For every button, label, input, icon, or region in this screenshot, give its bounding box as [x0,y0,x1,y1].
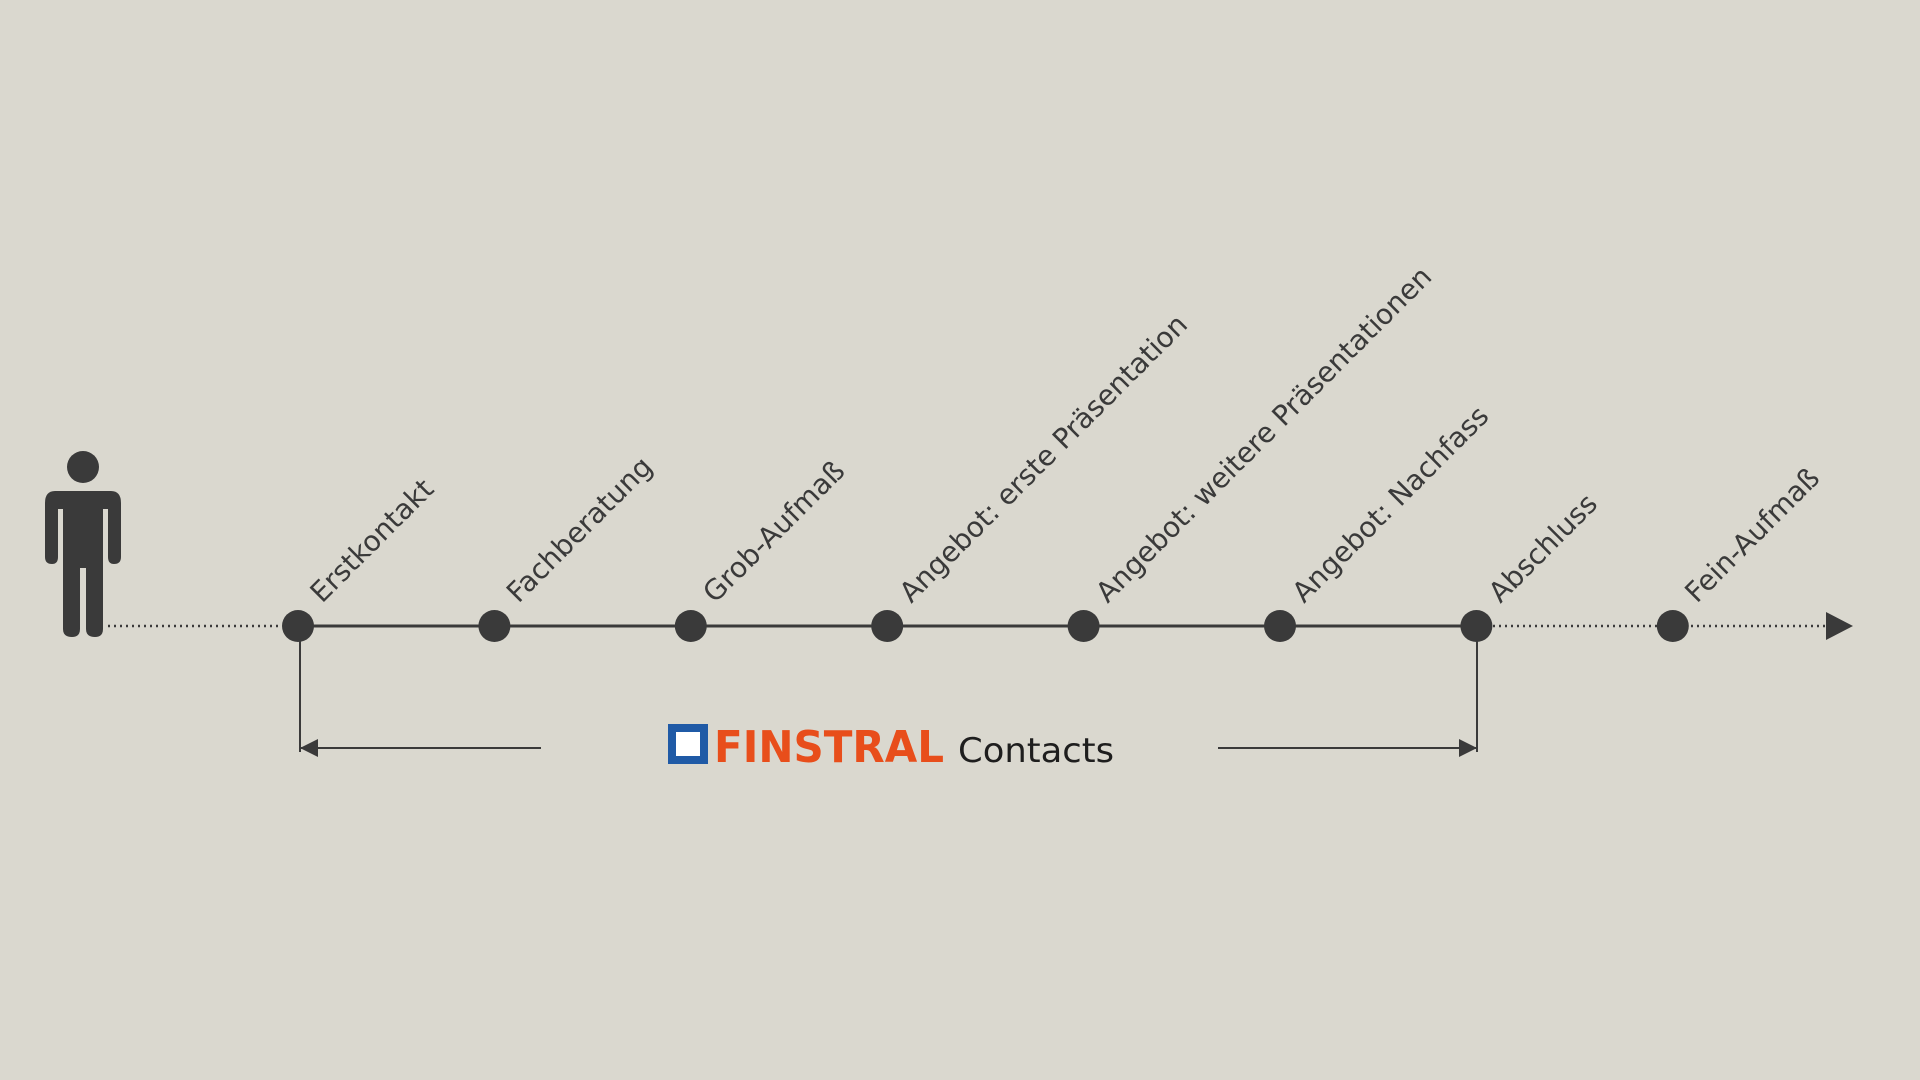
stage-marker-6 [1264,610,1296,642]
bracket-arrow-left [300,739,318,757]
contact-phase-bracket [299,640,1478,752]
finstral-square-icon [668,724,708,764]
stage-marker-1 [282,610,314,642]
stage-label-8: Fein-Aufmaß [1678,461,1826,609]
stage-label-5: Angebot: weitere Präsentationen [1089,260,1438,609]
stage-marker-4 [871,610,904,642]
stage-marker-8 [1656,610,1689,642]
stage-label-3: Grob-Aufmaß [696,454,851,609]
finstral-contacts-logo: FINSTRAL Contacts [668,722,1114,773]
stage-marker-2 [478,610,511,642]
timeline-arrow-head [1826,612,1853,640]
bracket-arrow-right [1459,739,1477,757]
brand-name: FINSTRAL [714,722,944,773]
stage-marker-7 [1460,610,1493,642]
stage-marker-5 [1067,610,1100,642]
person-icon [45,451,121,637]
stage-label-1: Erstkontakt [304,472,441,609]
stage-label-7: Abschluss [1482,487,1604,609]
stage-marker-3 [674,610,707,642]
brand-suffix: Contacts [958,731,1114,771]
stage-label-2: Fachberatung [500,450,659,609]
stage-label-6: Angebot: Nachfass [1286,399,1496,609]
